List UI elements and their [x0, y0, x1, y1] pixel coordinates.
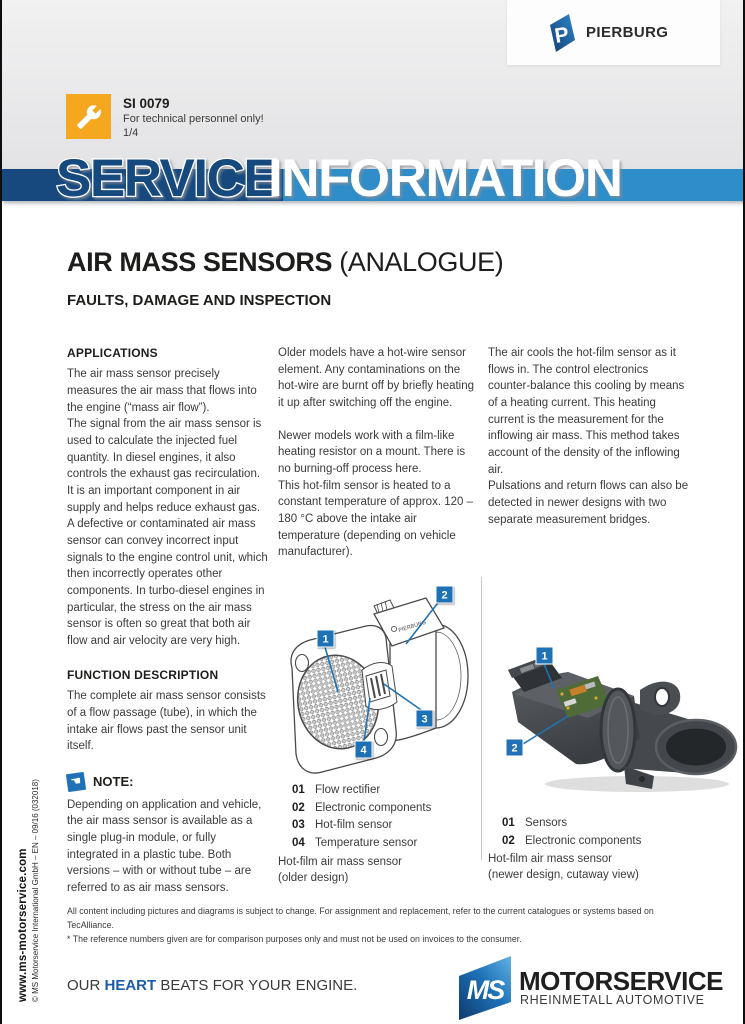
copyright-line: © MS Motorservice International GmbH – E…	[30, 779, 40, 1002]
legend-newer-design: 01 Sensors 02 Electronic components	[502, 817, 641, 852]
callout-2: 2	[511, 743, 517, 755]
legend-label: Sensors	[525, 817, 568, 829]
column-applications: APPLICATIONS The air mass sensor precise…	[65, 345, 268, 897]
footnotes: All content including pictures and diagr…	[67, 904, 692, 946]
callout-markers: 1 2	[505, 646, 554, 757]
legend-item: 01 Flow rectifier	[292, 784, 431, 797]
motorservice-logo-icon: MS	[459, 956, 511, 1020]
column-middle: Older models have a hot-wire sensor elem…	[278, 345, 479, 561]
pierburg-wordmark: PIERBURG	[586, 24, 669, 41]
figure-newer-sensor-photo: 1 2	[505, 646, 738, 792]
doc-id: SI 0079	[123, 96, 170, 111]
legend-num: 04	[292, 836, 305, 849]
callout-markers: 1 2 3 4	[316, 585, 454, 759]
footnote-line2: * The reference numbers given are for co…	[67, 934, 522, 945]
banner-light-bar	[283, 169, 743, 201]
callout-1: 1	[541, 651, 547, 663]
legend-label: Hot-film sensor	[315, 819, 393, 832]
column-divider	[481, 577, 482, 860]
si-badge	[66, 94, 111, 139]
legend-item: 04 Temperature sensor	[292, 837, 431, 850]
legend-older-design: 01 Flow rectifier 02 Electronic componen…	[292, 784, 431, 855]
legend-num: 01	[292, 784, 305, 796]
callout-1: 1	[322, 634, 328, 646]
motorservice-wordmark: MOTORSERVICE	[519, 966, 723, 996]
pierburg-logo-box: P PIERBURG	[507, 0, 720, 65]
callout-2: 2	[441, 590, 447, 602]
callout-3: 3	[421, 714, 427, 726]
sidebar-meta: www.ms-motorservice.com © MS Motorservic…	[16, 610, 41, 1002]
column-right: The air cools the hot-film sensor as it …	[488, 345, 689, 528]
website-url: www.ms-motorservice.com	[17, 848, 29, 1002]
legend-label: Electronic components	[315, 801, 432, 814]
legend-num: 01	[502, 817, 515, 829]
banner-dark-bar	[2, 169, 283, 201]
function-description-body: The complete air mass sensor consists of…	[67, 690, 266, 753]
page-subtitle: FAULTS, DAMAGE AND INSPECTION	[67, 292, 332, 309]
column3-paragraph1: The air cools the hot-film sensor as it …	[488, 347, 689, 526]
slogan-post: BEATS FOR YOUR ENGINE.	[156, 977, 358, 994]
doc-audience: For technical personnel only!	[123, 113, 264, 126]
legend-item: 02 Electronic components	[502, 835, 641, 848]
sensor-photo-art	[508, 656, 738, 792]
figure-older-sensor-diagram: PIERBURG 1 2 3 4	[290, 585, 469, 774]
callout-4: 4	[360, 745, 367, 757]
caption-newer-design: Hot-film air mass sensor (newer design, …	[488, 853, 639, 881]
legend-item: 01 Sensors	[502, 817, 641, 830]
legend-num: 03	[292, 819, 305, 832]
note-body: Depending on application and vehicle, th…	[67, 798, 262, 895]
applications-heading: APPLICATIONS	[67, 346, 158, 360]
si-meta: SI 0079 For technical personnel only! 1/…	[123, 95, 264, 140]
column2-paragraph1: Older models have a hot-wire sensor elem…	[278, 347, 475, 410]
legend-item: 02 Electronic components	[292, 802, 431, 815]
legend-num: 02	[292, 801, 305, 814]
legend-label: Electronic components	[525, 834, 642, 847]
rheinmetall-subtitle: RHEINMETALL AUTOMOTIVE	[520, 993, 705, 1007]
page-title: AIR MASS SENSORS (ANALOGUE)	[67, 247, 504, 278]
title-suffix: (ANALOGUE)	[332, 247, 504, 277]
legend-item: 03 Hot-film sensor	[292, 819, 431, 832]
pierburg-diamond-icon: P	[550, 13, 575, 52]
note-label: NOTE:	[93, 773, 134, 789]
banner-word-service: SERVICE	[56, 149, 277, 208]
column2-paragraph2: Newer models work with a film-like heati…	[278, 429, 473, 559]
sensor-body-linework: PIERBURG	[290, 597, 469, 774]
slogan-heart: HEART	[104, 977, 157, 994]
note-header: ☚ NOTE:	[65, 772, 268, 793]
service-information-banner: SERVICE INFORMATION	[2, 148, 743, 209]
title-main: AIR MASS SENSORS	[67, 247, 333, 277]
caption-older-design: Hot-film air mass sensor (older design)	[278, 856, 402, 884]
pointing-hand-icon: ☚	[65, 772, 87, 793]
ms-monogram: MS	[467, 975, 505, 1005]
legend-num: 02	[502, 834, 515, 847]
doc-page-indicator: 1/4	[123, 127, 139, 140]
legend-label: Flow rectifier	[315, 784, 381, 796]
svg-text:P: P	[553, 23, 570, 48]
company-slogan: OUR HEART BEATS FOR YOUR ENGINE.	[67, 977, 357, 994]
callout-lines	[522, 663, 569, 745]
wrench-icon	[76, 104, 101, 129]
slogan-pre: OUR	[67, 977, 105, 994]
banner-word-information: INFORMATION	[268, 149, 621, 208]
function-description-heading: FUNCTION DESCRIPTION	[67, 667, 219, 682]
legend-label: Temperature sensor	[315, 836, 418, 849]
footnote-line1: All content including pictures and diagr…	[67, 906, 654, 931]
banner-text: SERVICE INFORMATION	[55, 148, 623, 210]
applications-body: The air mass sensor precisely measures t…	[67, 368, 268, 648]
